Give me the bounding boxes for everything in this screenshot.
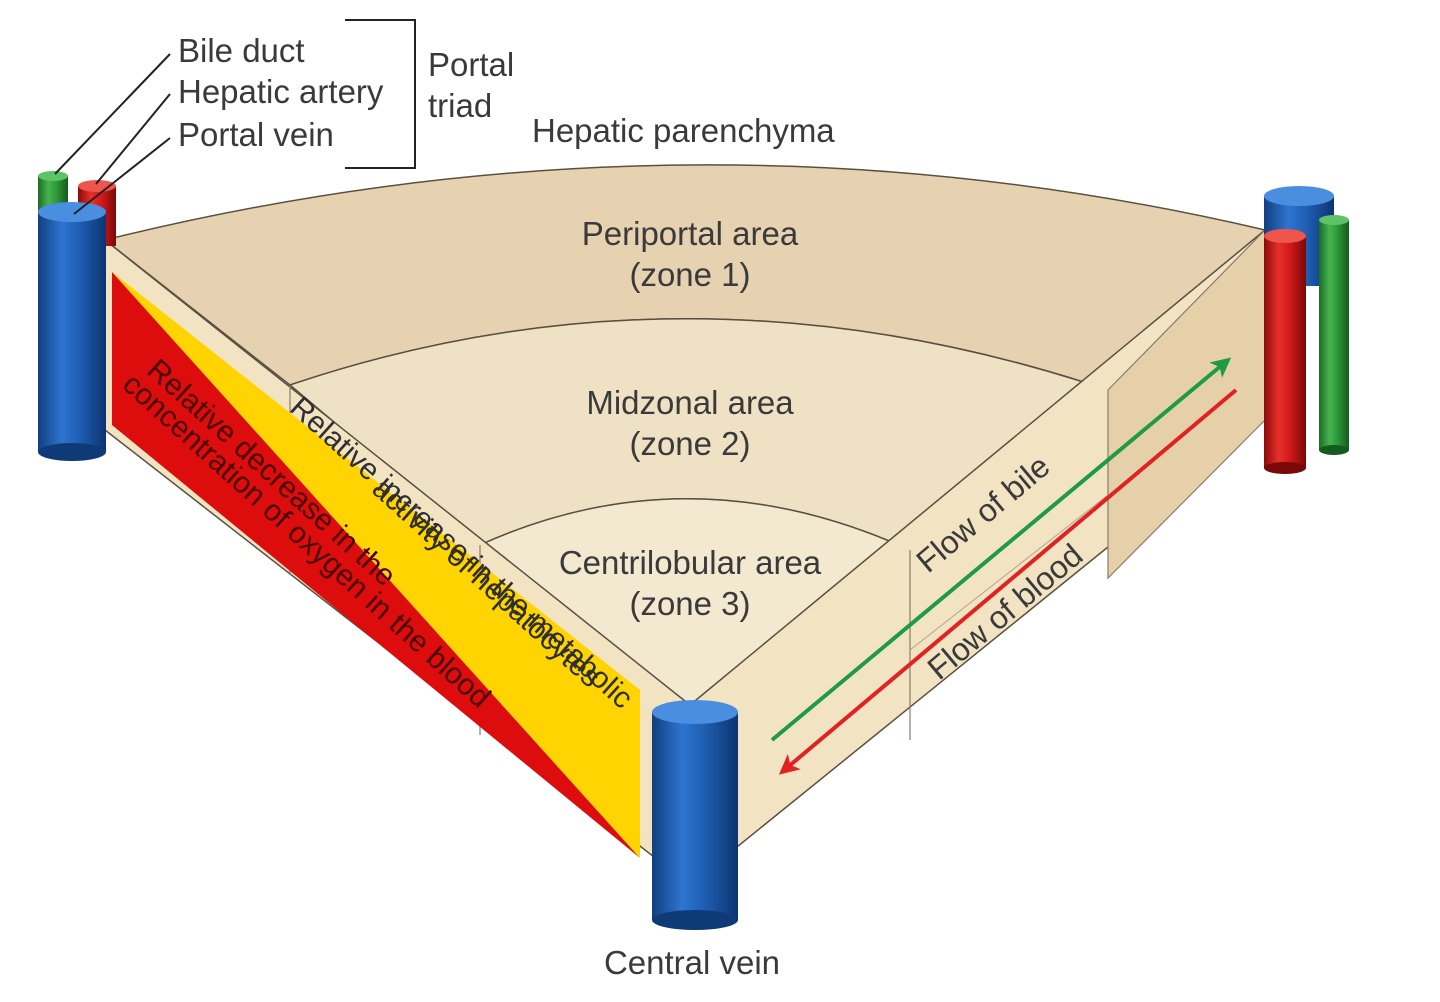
zone-2-number: (zone 2) [629, 425, 750, 462]
portal-vein-leader [73, 137, 171, 215]
portal-triad-label-line2: triad [428, 87, 492, 124]
zone-3-name: Centrilobular area [559, 544, 822, 581]
bile-duct-leader [54, 53, 171, 175]
left-side-wall [104, 238, 691, 887]
bile-duct-label: Bile duct [178, 32, 305, 69]
top-surface [103, 164, 1267, 706]
portal-vein-label: Portal vein [178, 116, 334, 153]
portal-triad-label-line1: Portal [428, 46, 514, 83]
right-bile-duct-vessel [1319, 215, 1349, 455]
bile-flow-arrow [770, 357, 1232, 742]
zone-2-name: Midzonal area [586, 384, 794, 421]
right-hepatic-artery-vessel [1264, 229, 1306, 474]
zone-3-surface [478, 498, 912, 706]
zone-3-number: (zone 3) [629, 585, 750, 622]
hepatic-artery-label: Hepatic artery [178, 73, 384, 110]
blood-flow-arrow [778, 388, 1238, 775]
zone-1-name: Periportal area [582, 215, 799, 252]
zone-labels: Periportal area (zone 1) Midzonal area (… [559, 215, 822, 622]
right-portal-triad [1264, 186, 1349, 474]
central-vein-label: Central vein [604, 944, 780, 981]
metabolic-gradient-band [112, 272, 640, 858]
right-wall-mid-line [909, 494, 1109, 651]
hepatic-parenchyma-label: Hepatic parenchyma [532, 112, 835, 149]
left-portal-vein-vessel [38, 202, 106, 461]
left-portal-triad [38, 171, 116, 461]
hepatic-artery-leader [95, 93, 171, 185]
portal-triad-bracket [345, 19, 416, 169]
central-vein-vessel [652, 700, 738, 930]
labels: Bile duct Hepatic artery Portal vein Por… [178, 32, 835, 981]
leader-lines [54, 19, 416, 215]
zone-1-number: (zone 1) [629, 256, 750, 293]
